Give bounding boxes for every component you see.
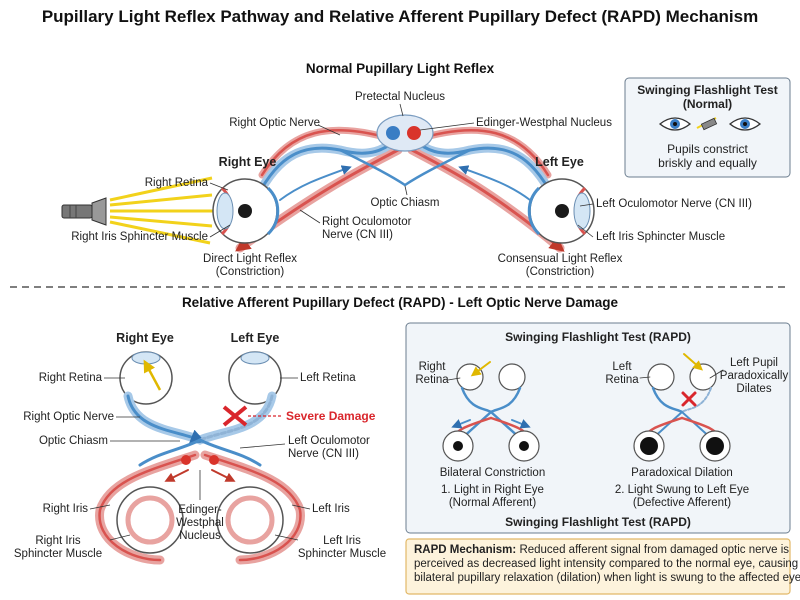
- label-direct-reflex-1: Direct Light Reflex: [203, 253, 297, 265]
- label-swing-right-retina-1: Right: [418, 361, 446, 373]
- mechanism-line-1: RAPD Mechanism: Reduced afferent signal …: [414, 544, 789, 557]
- label-right-oculomotor-1: Right Oculomotor: [322, 216, 412, 228]
- eye-icon-right: [728, 117, 762, 131]
- label-left-iris-sphincter: Left Iris Sphincter Muscle: [596, 231, 726, 243]
- label-swing-left-retina-1: Left: [612, 361, 632, 373]
- label-ew-2: Westphal: [176, 517, 224, 529]
- label-rapd-right-eye: Right Eye: [116, 331, 174, 345]
- mechanism-line-3: bilateral pupillary relaxation (dilation…: [414, 572, 800, 584]
- label-swing-right-retina-2: Retina: [415, 374, 449, 386]
- swing-rapd-footer-title: Swinging Flashlight Test (RAPD): [505, 515, 691, 529]
- label-left-pupil-1: Left Pupil: [730, 357, 778, 369]
- mechanism-text-1: Reduced afferent signal from damaged opt…: [516, 544, 789, 556]
- label-rapd-left-sphincter-1: Left Iris: [323, 535, 361, 547]
- page-title: Pupillary Light Reflex Pathway and Relat…: [41, 7, 759, 26]
- label-ew-1: Edinger-: [178, 504, 222, 516]
- label-consensual-reflex-1: Consensual Light Reflex: [497, 253, 623, 265]
- label-left-pupil-3: Dilates: [736, 383, 772, 395]
- label-left-eye: Left Eye: [535, 155, 584, 169]
- label-step-2-line-2: (Defective Afferent): [632, 497, 732, 509]
- right-iris-eye: [116, 486, 184, 554]
- label-direct-reflex-2: (Constriction): [215, 266, 285, 278]
- label-rapd-left-oculomotor-2: Nerve (CN III): [288, 448, 359, 460]
- afferent-paths: [245, 133, 565, 215]
- label-paradoxical-dilation: Paradoxical Dilation: [631, 467, 733, 479]
- label-rapd-right-sphincter-2: Sphincter Muscle: [13, 548, 103, 560]
- label-right-eye: Right Eye: [218, 155, 277, 169]
- swing-normal-caption-2: briskly and equally: [658, 156, 757, 170]
- label-rapd-right-sphincter-1: Right Iris: [35, 535, 81, 547]
- label-step-1-line-2: (Normal Afferent): [448, 497, 537, 509]
- label-severe-damage: Severe Damage: [286, 409, 376, 423]
- swing-normal-title-1: Swinging Flashlight Test: [637, 83, 778, 97]
- right-eye-normal: [212, 178, 280, 244]
- ew-nucleus-left-dot: [181, 455, 191, 465]
- mechanism-line-2: perceived as decreased light intensity c…: [414, 558, 799, 570]
- label-optic-chiasm: Optic Chiasm: [370, 197, 440, 209]
- label-right-optic-nerve: Right Optic Nerve: [229, 117, 320, 129]
- label-left-pupil-2: Paradoxically: [719, 370, 789, 382]
- rapd-pathway: [89, 351, 311, 565]
- label-left-oculomotor: Left Oculomotor Nerve (CN III): [596, 198, 752, 210]
- pretectal-nucleus-shape: [376, 114, 434, 152]
- label-rapd-optic-chiasm: Optic Chiasm: [38, 435, 108, 447]
- eye-icon-left: [658, 117, 692, 131]
- flashlight-icon-small: [696, 117, 718, 131]
- mechanism-box-bg: [405, 538, 791, 595]
- label-consensual-reflex-2: (Constriction): [525, 266, 595, 278]
- rapd-diagram-1: [442, 361, 540, 462]
- label-edinger-westphal: Edinger-Westphal Nucleus: [476, 117, 612, 129]
- light-arrow-right-eye: [143, 359, 162, 391]
- rapd-diagram-2: [633, 353, 731, 462]
- label-rapd-right-iris: Right Iris: [42, 503, 88, 515]
- ew-nucleus-right-dot: [209, 455, 219, 465]
- normal-reflex-pathway: [61, 103, 595, 253]
- label-ew-3: Nucleus: [179, 530, 221, 542]
- label-step-1-line-1: 1. Light in Right Eye: [441, 484, 544, 496]
- label-bilateral-constriction: Bilateral Constriction: [439, 467, 546, 479]
- label-swing-left-retina-2: Retina: [605, 374, 639, 386]
- leader-lines-top: [209, 103, 594, 238]
- label-step-2-line-1: 2. Light Swung to Left Eye: [614, 484, 750, 496]
- label-rapd-left-retina: Left Retina: [300, 372, 356, 384]
- swinging-test-rapd-panel: [405, 322, 791, 534]
- left-iris-eye: [216, 486, 284, 554]
- normal-heading: Normal Pupillary Light Reflex: [305, 61, 495, 76]
- swing-rapd-title: Swinging Flashlight Test (RAPD): [505, 330, 691, 344]
- flashlight-icon: [61, 197, 107, 226]
- mechanism-label: RAPD Mechanism:: [414, 544, 517, 556]
- damage-mark: [222, 405, 283, 427]
- label-rapd-left-oculomotor-1: Left Oculomotor: [288, 435, 370, 447]
- left-eye-normal: [527, 178, 595, 244]
- label-rapd-left-sphincter-2: Sphincter Muscle: [297, 548, 387, 560]
- label-right-retina: Right Retina: [144, 177, 208, 189]
- label-right-oculomotor-2: Nerve (CN III): [322, 229, 393, 241]
- label-pretectal-nucleus: Pretectal Nucleus: [354, 91, 446, 103]
- rapd-heading: Relative Afferent Pupillary Defect (RAPD…: [181, 295, 619, 310]
- label-right-iris-sphincter: Right Iris Sphincter Muscle: [71, 231, 208, 243]
- swinging-test-normal-panel: [624, 77, 791, 178]
- swing-normal-title-2: (Normal): [682, 97, 733, 111]
- label-rapd-left-iris: Left Iris: [312, 503, 350, 515]
- label-rapd-left-eye: Left Eye: [230, 331, 280, 345]
- light-rays: [109, 176, 214, 245]
- label-rapd-right-retina: Right Retina: [38, 372, 102, 384]
- label-rapd-right-optic-nerve: Right Optic Nerve: [23, 411, 114, 423]
- swing-normal-caption-1: Pupils constrict: [667, 142, 748, 156]
